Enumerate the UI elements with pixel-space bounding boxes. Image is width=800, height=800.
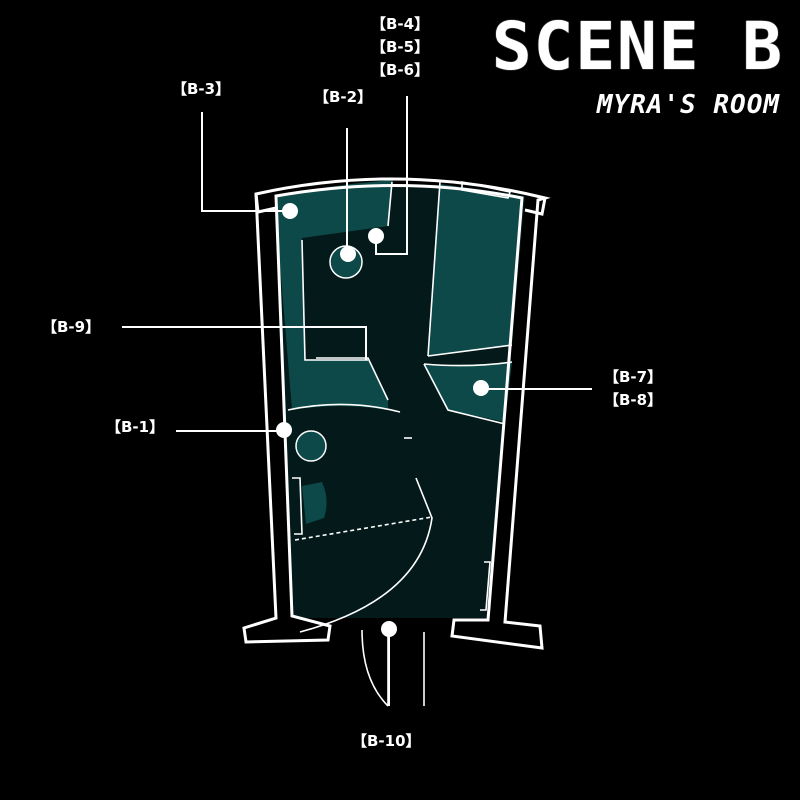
small-round-table [295, 430, 327, 462]
marker-dot-b7-b8[interactable] [473, 380, 489, 396]
scene-title: SCENE B [491, 8, 784, 85]
marker-dot-b10[interactable] [381, 621, 397, 637]
desk [424, 362, 512, 422]
armchair [302, 482, 327, 524]
marker-dot-b2[interactable] [340, 246, 356, 262]
marker-label-b4: 【B-4】 [371, 15, 430, 33]
marker-dots [276, 203, 489, 637]
marker-dot-b3[interactable] [282, 203, 298, 219]
marker-label-b3: 【B-3】 [172, 80, 231, 98]
marker-label-b5: 【B-5】 [371, 38, 430, 56]
marker-label-b6: 【B-6】 [371, 61, 430, 79]
marker-dot-b1[interactable] [276, 422, 292, 438]
leader-lines [122, 96, 592, 706]
bed [428, 184, 522, 356]
marker-label-b10: 【B-10】 [352, 732, 421, 750]
marker-label-b1: 【B-1】 [106, 418, 165, 436]
marker-label-b9: 【B-9】 [42, 318, 101, 336]
marker-dot-b4-b6[interactable] [368, 228, 384, 244]
marker-label-b7: 【B-7】 [604, 368, 663, 386]
room-subtitle: MYRA'S ROOM [596, 90, 780, 120]
marker-label-b8: 【B-8】 [604, 391, 663, 409]
marker-label-b2: 【B-2】 [314, 88, 373, 106]
